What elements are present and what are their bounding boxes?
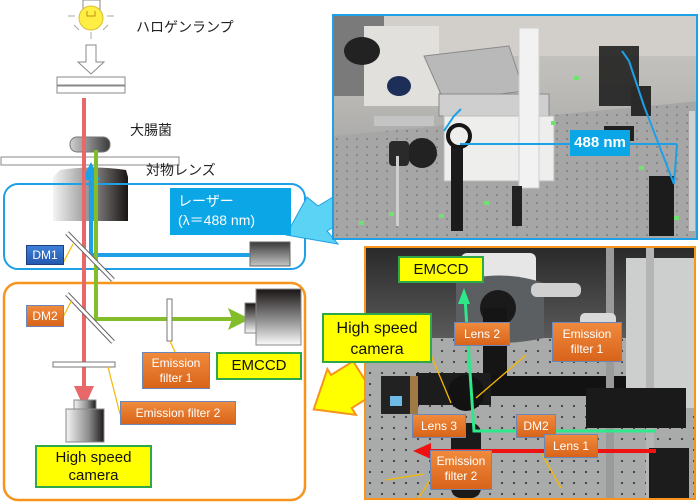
lens2-leader [430,354,452,404]
laser-label: レーザー [178,193,234,209]
photo-dm2-label: DM2 [516,414,556,438]
sample-icon [69,136,111,153]
detection-setup-photo: EMCCD Lens 2 Emission filter 1 DM2 Lens … [364,246,696,500]
lens1-leader [541,453,562,489]
dm1-leader [62,243,74,264]
lens3-leader [385,473,425,481]
emission-filter-1-leader [475,354,527,399]
laser-wavelength-label: (λ＝488 nm) [178,212,256,228]
photo-emission-filter-2-label: Emission filter 2 [430,450,492,490]
laser-setup-photo-graphics [334,16,696,238]
condenser-plate [56,85,126,94]
lens3-label: Lens 3 [412,414,466,438]
halogen-lamp-icon [68,0,114,39]
wavelength-label: 488 nm [570,130,630,156]
laser-source-icon [249,241,291,267]
emission-filter-2-label: Emission filter 2 [120,401,236,425]
dm1-label: DM1 [26,245,64,265]
halogen-lamp-label: ハロゲンランプ [136,20,234,36]
laser-setup-photo: 488 nm [332,14,698,240]
emission-filter-2-icon [52,361,116,368]
laser-path-overlay [443,50,678,185]
emission-filter-2-leader [107,366,121,415]
emission-filter-1-leader [169,340,176,353]
photo-emccd-label: EMCCD [398,256,484,283]
emission-arrowhead [228,308,250,330]
photo-emission-filter-1-label: Emission filter 1 [552,322,622,362]
detection-setup-photo-graphics [366,248,694,498]
emccd-label: EMCCD [216,352,302,380]
laser-label-box: レーザー (λ＝488 nm) [170,188,291,235]
dm2-leader [62,299,73,318]
lens1-label: Lens 1 [544,434,598,458]
dm2-label: DM2 [26,305,64,327]
brightfield-arrowhead [74,386,94,408]
sample-label: 大腸菌 [130,123,172,139]
emission-filter-1-icon [166,298,173,342]
high-speed-camera-label: High speed camera [35,445,152,488]
photo-high-speed-camera-label: High speed camera [322,313,432,363]
emission-beam [94,150,232,321]
objective-lens-label: 対物レンズ [146,163,216,179]
illumination-arrow-icon [76,44,106,75]
lens2-label: Lens 2 [454,322,510,346]
detection-module-frame [2,281,307,502]
emccd-camera-icon [255,288,302,346]
condenser-plate [56,76,126,86]
emission-filter-1-label: Emission filter 1 [142,352,210,389]
